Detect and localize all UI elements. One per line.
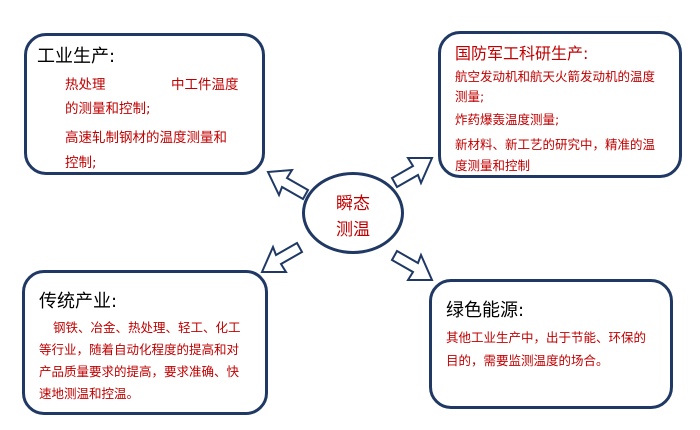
box-traditional: 传统产业: 钢铁、冶金、热处理、轻工、化工 等行业，随着自动化程度的提高和对 产…	[22, 270, 268, 415]
box-industrial-title: 工业生产:	[37, 46, 116, 67]
box-defense: 国防军工科研生产: 航空发动机和航天火箭发动机的温度 测量; 炸药爆轰温度测量;…	[438, 31, 682, 178]
box-green-line: 目的，需要监测温度的场合。	[446, 353, 609, 368]
box-defense-title: 国防军工科研生产:	[455, 44, 589, 63]
center-node: 瞬态 测温	[302, 172, 404, 254]
center-label-line2: 测温	[336, 220, 370, 240]
box-defense-line: 新材料、新工艺的研究中，精准的温	[455, 137, 656, 152]
box-traditional-title: 传统产业:	[39, 291, 118, 312]
box-traditional-line: 等行业，随着自动化程度的提高和对	[39, 342, 240, 357]
box-traditional-line: 钢铁、冶金、热处理、轻工、化工	[53, 320, 241, 335]
box-industrial-line: 中工件温度	[171, 77, 239, 93]
box-defense-line: 度测量和控制	[455, 158, 531, 173]
arrow-to-industrial	[266, 168, 310, 201]
box-green-line: 其他工业生产中，出于节能、环保的	[446, 330, 647, 345]
arrow-to-defense	[390, 157, 434, 189]
box-industrial-line: 的测量和控制;	[65, 101, 151, 117]
arrow-to-traditional	[260, 241, 304, 273]
box-traditional-line: 产品质量要求的提高，要求准确、快	[39, 364, 240, 379]
box-industrial-line: 高速轧制钢材的温度测量和	[65, 130, 227, 146]
box-green: 绿色能源: 其他工业生产中，出于节能、环保的 目的，需要监测温度的场合。	[429, 279, 673, 409]
box-green-title: 绿色能源:	[446, 300, 525, 321]
arrow-to-green	[390, 249, 434, 281]
box-defense-line: 测量;	[455, 89, 485, 104]
box-defense-line: 航空发动机和航天火箭发动机的温度	[455, 69, 656, 84]
box-defense-line: 炸药爆轰温度测量;	[455, 112, 560, 127]
box-traditional-line: 速地测温和控温。	[39, 386, 140, 401]
box-industrial: 工业生产: 热处理 中工件温度 的测量和控制; 高速轧制钢材的温度测量和 控制;	[24, 33, 265, 175]
box-industrial-line: 控制;	[65, 155, 97, 171]
box-industrial-line: 热处理	[65, 77, 106, 93]
center-label-line1: 瞬态	[336, 194, 370, 214]
